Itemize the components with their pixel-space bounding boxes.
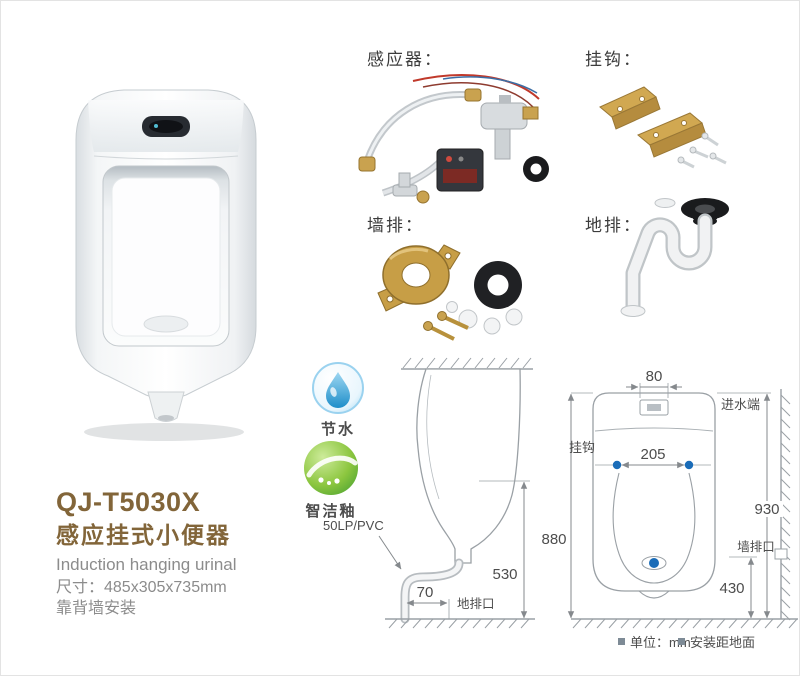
- hook-section-label: 挂钩：: [585, 50, 642, 69]
- floor-hatch: [572, 618, 798, 629]
- product-info-block: QJ-T5030X 感应挂式小便器 Induction hanging urin…: [56, 487, 237, 618]
- hook-point: [684, 460, 694, 470]
- hook-point: [612, 460, 622, 470]
- sensor-eye: [443, 169, 477, 183]
- product-size: 尺寸：485x305x735mm: [56, 578, 227, 596]
- bowl-drain: [143, 315, 189, 333]
- plastic-cap: [505, 308, 523, 326]
- side-view: [385, 357, 535, 629]
- dim-70: 70: [417, 584, 434, 601]
- pipe-leader-line: [378, 535, 402, 570]
- unit-note: 单位：mm: [630, 635, 691, 650]
- brass-bolt: [443, 315, 469, 330]
- plastic-cap: [483, 317, 501, 335]
- dim-530: 530: [492, 566, 517, 583]
- flush-valve: [480, 102, 528, 130]
- sensor-section-label: 感应器：: [367, 50, 443, 69]
- front-sensor: [639, 399, 669, 416]
- urinal-product-photo: [75, 89, 257, 441]
- water-drop-icon: [312, 362, 364, 414]
- wall-drain-section-label: 墙排：: [367, 216, 424, 235]
- floor-drain-section-label: 地排：: [585, 216, 642, 235]
- clean-glaze-label: 智洁釉: [305, 503, 357, 520]
- product-model: QJ-T5030X: [56, 487, 201, 517]
- installation-diagram: 530 880 70 地排口 50LP/PVC: [323, 357, 798, 650]
- pipe-flare: [620, 305, 646, 317]
- dim-430: 430: [719, 580, 744, 597]
- photo-shadow: [84, 423, 244, 441]
- wall-drain-parts-photo: [377, 244, 523, 341]
- red-wire: [412, 74, 540, 100]
- front-spout: [638, 590, 670, 599]
- urinal-side-profile: [416, 368, 521, 564]
- diagram-footer: 单位：mm 安装距地面: [618, 635, 755, 650]
- urinal-spout: [147, 391, 185, 422]
- rear-wall-hatch: [780, 394, 791, 621]
- water-saving-badge: 节水: [309, 361, 367, 439]
- water-saving-label: 节水: [320, 421, 355, 438]
- product-install-note: 靠背墙安装: [56, 600, 137, 618]
- bowl-inner: [111, 177, 221, 337]
- product-name-cn: 感应挂式小便器: [56, 521, 231, 548]
- floor-drain-label: 地排口: [457, 597, 495, 611]
- brass-nut: [416, 190, 430, 204]
- dim-930: 930: [754, 501, 779, 518]
- drain-point: [649, 558, 659, 568]
- wall-drain-label: 墙排口: [737, 540, 775, 554]
- brass-bolt: [429, 325, 455, 341]
- front-view-dimensions: 80 进水端 挂钩 205 930 墙排口 430: [569, 368, 783, 619]
- floor-hatch: [388, 618, 530, 629]
- floor-drain-parts-photo: [620, 198, 729, 317]
- product-name-en: Induction hanging urinal: [56, 554, 237, 574]
- white-washer: [654, 198, 676, 208]
- hook-label: 挂钩: [569, 440, 595, 455]
- dim-80: 80: [646, 368, 663, 385]
- hook-parts-photo: [599, 86, 727, 169]
- clean-glaze-badge: 智洁釉: [299, 439, 363, 521]
- floor-distance-note: 安装距地面: [690, 635, 755, 650]
- note-bullet-icon: [678, 638, 685, 645]
- brass-fitting: [358, 156, 376, 172]
- pipe-spec-label: 50LP/PVC: [323, 518, 384, 533]
- clean-glaze-icon: [304, 441, 358, 495]
- wall-drain-port: [774, 548, 788, 560]
- dim-880: 880: [541, 531, 566, 548]
- sensor-led: [154, 124, 158, 128]
- inlet-label: 进水端: [721, 397, 760, 412]
- sensor-kit-photo: [358, 74, 549, 204]
- unit-bullet-icon: [618, 638, 625, 645]
- urinal-front-outline: [592, 392, 716, 592]
- blue-wire: [442, 76, 538, 94]
- dim-205: 205: [640, 446, 665, 463]
- wall-hatch: [402, 357, 532, 369]
- side-view-dimensions: 530 880 70 地排口 50LP/PVC: [323, 392, 593, 619]
- mounting-screws: [677, 132, 727, 169]
- front-bowl-line: [612, 472, 696, 584]
